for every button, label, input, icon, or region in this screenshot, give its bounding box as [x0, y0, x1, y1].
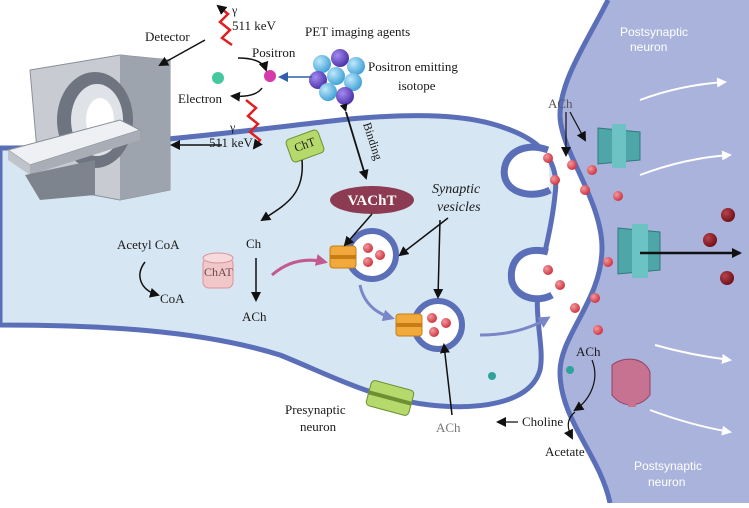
label-gamma-top: γ — [231, 3, 238, 17]
label-postsynaptic-top: Postsynaptic — [620, 25, 688, 39]
label-postsynaptic-bottom-neuron: neuron — [648, 475, 685, 489]
gamma-ray-bottom — [245, 99, 263, 150]
label-coa: CoA — [160, 291, 185, 306]
vacht-channel-1 — [329, 245, 357, 269]
label-positron: Positron — [252, 45, 296, 60]
arrow-vacht-to-vesicle — [343, 213, 373, 247]
arrow-detector — [158, 39, 206, 66]
label-positron-emitting: Positron emitting — [368, 59, 458, 74]
postsynaptic-signal-arrows — [639, 77, 732, 436]
arrow-vesicle-movement-1 — [358, 284, 395, 322]
label-vesicles: vesicles — [437, 200, 481, 215]
label-presynaptic-neuron: neuron — [300, 419, 337, 434]
vacht-channel-2 — [395, 313, 423, 337]
label-ach-cleft-mid: ACh — [576, 344, 601, 359]
arrow-ach-reuptake — [439, 343, 453, 416]
positron-emitting-isotope-cluster — [309, 49, 365, 105]
label-acetate: Acetate — [545, 444, 585, 459]
binding-arrow — [339, 103, 369, 180]
bound-ach-molecules — [703, 208, 735, 285]
arrow-ach-to-choline — [573, 359, 596, 412]
acetylcholinesterase-enzyme — [611, 358, 651, 407]
synaptic-vesicle-2 — [411, 298, 465, 352]
label-choline: Choline — [522, 414, 563, 429]
choline-molecule-cleft — [566, 366, 574, 374]
label-ach-reuptake: ACh — [436, 420, 461, 435]
cht-transporter — [285, 129, 325, 163]
label-electron: Electron — [178, 91, 223, 106]
exocytosis-pocket-bottom — [507, 247, 554, 303]
arrow-acetylcoa-to-coa — [139, 261, 160, 298]
label-energy-bottom: 511 keV — [209, 135, 254, 150]
arrow-vesicle-to-membrane — [479, 316, 551, 337]
postsynaptic-receptor-top — [597, 124, 641, 168]
label-acetyl-coa: Acetyl CoA — [117, 237, 180, 252]
label-vacht: VAChT — [348, 193, 397, 209]
arrow-to-acetate — [563, 411, 576, 440]
label-postsynaptic-bottom: Postsynaptic — [634, 459, 702, 473]
exocytosis-pocket-top — [500, 143, 552, 198]
label-energy-top: 511 keV — [232, 18, 277, 33]
label-ch: Ch — [246, 236, 262, 251]
label-presynaptic: Presynaptic — [285, 402, 346, 417]
arrow-electron — [230, 87, 263, 102]
electron-particle — [212, 72, 224, 84]
pet-scanner — [6, 54, 171, 201]
label-pet-imaging-agents: PET imaging agents — [305, 24, 410, 39]
arrow-cht-to-ch — [260, 159, 303, 222]
choline-molecule — [488, 372, 496, 380]
ach-molecules-cleft — [543, 153, 623, 335]
label-ach-soma: ACh — [242, 309, 267, 324]
presynaptic-transporter — [365, 380, 415, 416]
label-ach-cleft-top: ACh — [548, 96, 573, 111]
arrow-label-to-vesicle-2 — [433, 219, 444, 299]
label-isotope: isotope — [398, 78, 436, 93]
label-detector: Detector — [145, 29, 190, 44]
vacht-transporter — [330, 186, 414, 214]
postsynaptic-receptor-main — [617, 224, 661, 278]
arrow-positron — [237, 57, 269, 72]
label-synaptic: Synaptic — [432, 182, 481, 197]
positron-particle — [264, 70, 276, 82]
label-gamma-bottom: γ — [229, 120, 236, 134]
label-postsynaptic-top-neuron: neuron — [630, 40, 667, 54]
arrow-ach-into-vesicle — [271, 254, 328, 277]
label-chat: ChAT — [204, 265, 233, 279]
chat-enzyme — [202, 252, 234, 289]
gamma-ray-top — [216, 4, 233, 47]
arrow-ach-label-2 — [569, 111, 586, 142]
